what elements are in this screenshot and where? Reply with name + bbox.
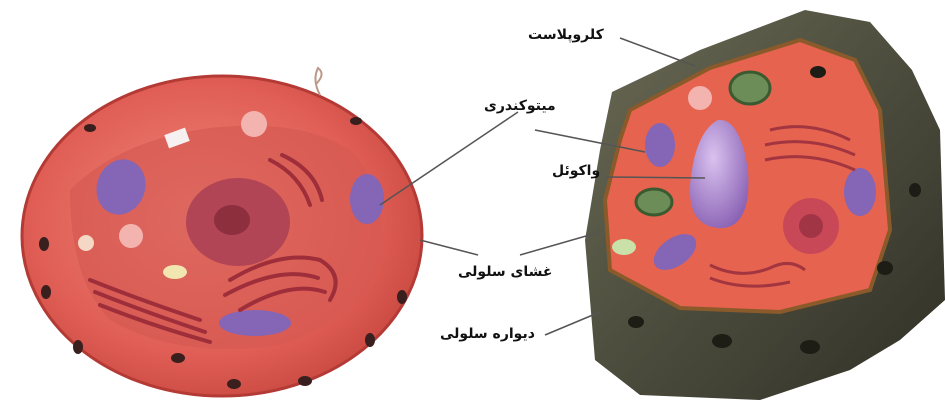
mitochondrion [350,174,384,224]
label-mitochondria: میتوکندری [484,98,556,114]
mitochondrion [645,123,675,167]
leader-membrane-left [420,240,478,255]
mitochondrion [844,168,876,216]
leader-vacuole [605,177,705,178]
nucleolus [214,205,250,235]
chloroplast [730,72,770,104]
label-chloroplast: کلروپلاست [528,27,604,43]
vesicle [241,111,267,137]
animal-cell [22,68,422,396]
chloroplast [636,189,672,215]
vesicle [78,235,94,251]
chloroplast [612,239,636,255]
nucleolus [799,214,823,238]
label-cell-membrane: غشای سلولی [458,264,552,280]
vesicle [163,265,187,279]
cilium [315,68,321,95]
vesicle [119,224,143,248]
mitochondrion [219,310,291,336]
label-cell-wall: دیواره سلولی [440,326,535,342]
leader-chloroplast [620,38,695,66]
leader-wall [545,312,600,335]
leader-mitochondria-left [380,112,518,205]
plant-cell [585,10,945,400]
label-vacuole: واکوئل [552,163,600,179]
vesicle [688,86,712,110]
